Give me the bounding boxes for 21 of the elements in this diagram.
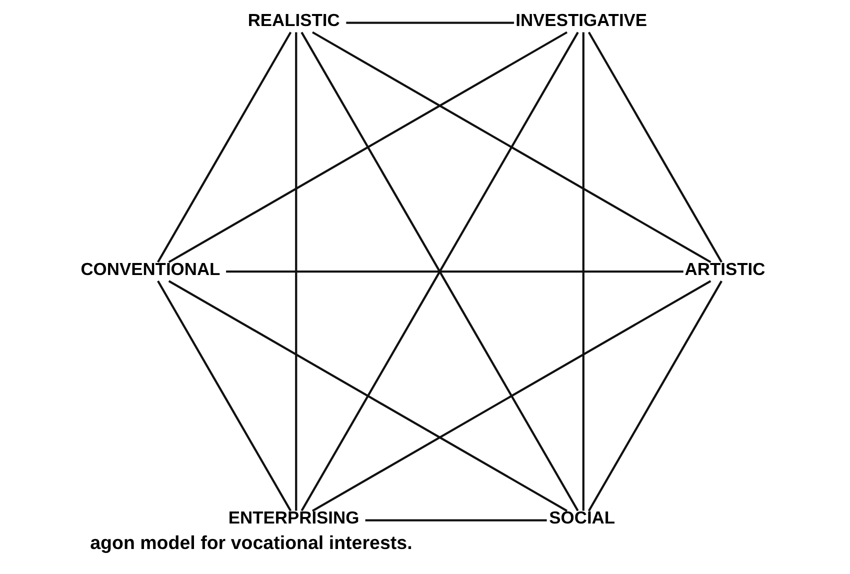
connector <box>312 280 712 512</box>
node-text: SOCIAL <box>549 508 616 528</box>
connector <box>168 31 568 264</box>
node-text: REALISTIC <box>248 10 340 30</box>
connector <box>582 32 584 511</box>
connector <box>157 32 292 263</box>
connector <box>312 31 712 264</box>
node-text: CONVENTIONAL <box>80 258 220 279</box>
connector <box>346 22 514 24</box>
connector <box>365 519 547 522</box>
node-text: INVESTIGATIVE <box>516 10 648 30</box>
node-text: ENTERPRISING <box>228 508 360 528</box>
connector <box>157 280 292 512</box>
caption: agon model for vocational interests. <box>90 532 412 553</box>
connector <box>168 280 568 512</box>
connector <box>295 32 298 511</box>
node-text: ARTISTIC <box>684 258 766 279</box>
connector <box>300 32 579 512</box>
connector <box>226 270 684 273</box>
connector <box>588 280 722 512</box>
connector <box>588 32 722 263</box>
